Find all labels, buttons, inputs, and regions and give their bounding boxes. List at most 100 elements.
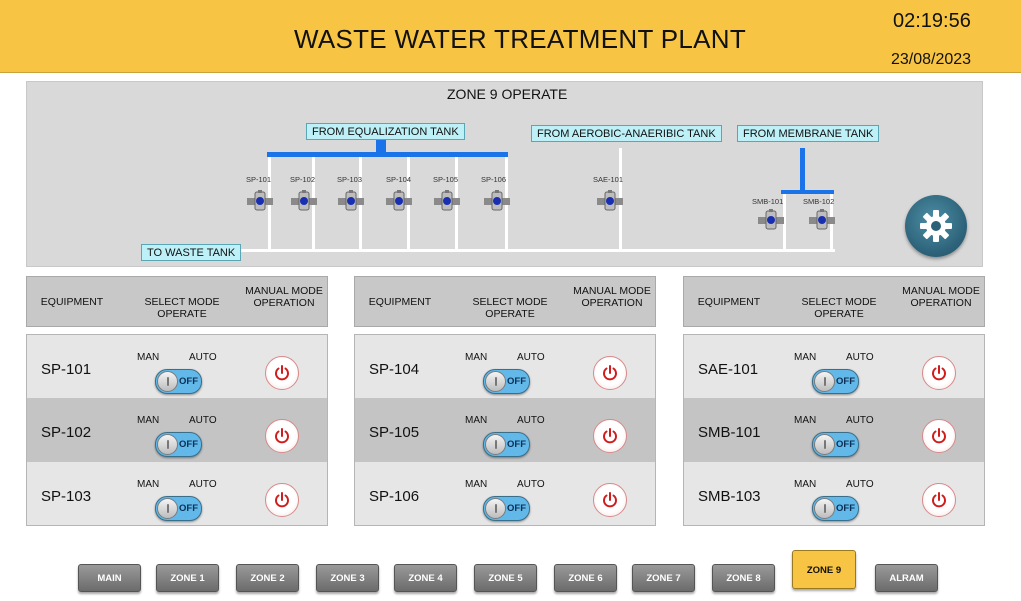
settings-button[interactable] [905, 195, 967, 257]
toggle-state: OFF [836, 439, 855, 450]
header-manual-mode: MANUAL MODE [245, 285, 323, 297]
toggle-knob [814, 371, 835, 392]
mode-toggle[interactable]: OFF [155, 369, 202, 394]
equipment-name: SAE-101 [698, 361, 759, 378]
power-icon [603, 492, 617, 508]
power-button[interactable] [265, 483, 299, 517]
pump-icon[interactable] [291, 190, 317, 212]
auto-label: AUTO [189, 479, 217, 490]
pump-icon[interactable] [809, 209, 835, 231]
table-row: SP-104 MAN AUTO OFF [354, 334, 656, 398]
man-label: MAN [465, 479, 488, 490]
nav-zone-6-button[interactable]: ZONE 6 [554, 564, 617, 592]
auto-label: AUTO [846, 352, 874, 363]
toggle-state: OFF [179, 439, 198, 450]
power-button[interactable] [922, 419, 956, 453]
tag-equalization-tank: FROM EQUALIZATION TANK [306, 123, 465, 140]
mode-toggle[interactable]: OFF [483, 432, 530, 457]
pump-label: SP-106 [481, 175, 507, 184]
gear-icon [920, 210, 952, 242]
equipment-name: SP-105 [369, 424, 420, 441]
equalization-inlet-pipe [376, 140, 386, 154]
toggle-knob [814, 498, 835, 519]
power-icon [275, 492, 289, 508]
mode-toggle[interactable]: OFF [812, 432, 859, 457]
clock-time: 02:19:56 [893, 10, 971, 32]
pump-icon[interactable] [484, 190, 510, 212]
power-button[interactable] [593, 356, 627, 390]
panel-header: EQUIPMENT SELECT MODE OPERATE MANUAL MOD… [683, 276, 985, 327]
toggle-knob [485, 498, 506, 519]
toggle-knob [157, 371, 178, 392]
header-equipment: EQUIPMENT [40, 296, 104, 308]
equipment-name: SP-106 [369, 488, 420, 505]
table-row: SP-105 MAN AUTO OFF [354, 398, 656, 462]
mode-toggle[interactable]: OFF [155, 496, 202, 521]
toggle-state: OFF [507, 376, 526, 387]
table-row: SP-102 MAN AUTO OFF [26, 398, 328, 462]
membrane-header-pipe [781, 190, 834, 194]
pump-label: SP-105 [433, 175, 459, 184]
pump-icon[interactable] [434, 190, 460, 212]
panel-header: EQUIPMENT SELECT MODE OPERATE MANUAL MOD… [26, 276, 328, 327]
power-icon [603, 428, 617, 444]
nav-zone-3-button[interactable]: ZONE 3 [316, 564, 379, 592]
toggle-knob [485, 434, 506, 455]
mode-toggle[interactable]: OFF [812, 496, 859, 521]
power-icon [275, 365, 289, 381]
table-row: SMB-101 MAN AUTO OFF [683, 398, 985, 462]
auto-label: AUTO [846, 415, 874, 426]
auto-label: AUTO [517, 415, 545, 426]
header-equipment: EQUIPMENT [697, 296, 761, 308]
equipment-name: SP-103 [41, 488, 92, 505]
nav-main-button[interactable]: MAIN [78, 564, 141, 592]
table-row: SP-103 MAN AUTO OFF [26, 462, 328, 526]
membrane-inlet-pipe [800, 148, 805, 192]
pump-label: SP-102 [290, 175, 316, 184]
mode-toggle[interactable]: OFF [483, 496, 530, 521]
auto-label: AUTO [517, 479, 545, 490]
auto-label: AUTO [517, 352, 545, 363]
auto-label: AUTO [189, 352, 217, 363]
header-manual-mode: MANUAL MODE [902, 285, 980, 297]
pump-label: SMB-102 [803, 197, 835, 206]
power-button[interactable] [922, 356, 956, 390]
power-button[interactable] [265, 419, 299, 453]
toggle-knob [814, 434, 835, 455]
pump-icon[interactable] [247, 190, 273, 212]
pump-icon[interactable] [597, 190, 623, 212]
power-button[interactable] [922, 483, 956, 517]
header-manual-operation: OPERATION [253, 297, 315, 309]
power-icon [932, 365, 946, 381]
table-row: SAE-101 MAN AUTO OFF [683, 334, 985, 398]
mode-toggle[interactable]: OFF [812, 369, 859, 394]
mode-toggle[interactable]: OFF [155, 432, 202, 457]
nav-zone-8-button[interactable]: ZONE 8 [712, 564, 775, 592]
mode-toggle[interactable]: OFF [483, 369, 530, 394]
process-diagram: ZONE 9 OPERATE FROM EQUALIZATION TANK FR… [26, 81, 983, 267]
power-button[interactable] [593, 483, 627, 517]
nav-zone-2-button[interactable]: ZONE 2 [236, 564, 299, 592]
header-manual-operation: OPERATION [910, 297, 972, 309]
header-select-mode: SELECT MODE OPERATE [472, 296, 548, 320]
power-button[interactable] [593, 419, 627, 453]
page-title: WASTE WATER TREATMENT PLANT [293, 24, 747, 54]
nav-zone-9-button[interactable]: ZONE 9 [792, 550, 856, 589]
nav-zone-5-button[interactable]: ZONE 5 [474, 564, 537, 592]
pump-icon[interactable] [386, 190, 412, 212]
man-label: MAN [465, 415, 488, 426]
pump-icon[interactable] [758, 209, 784, 231]
power-button[interactable] [265, 356, 299, 390]
pump-label: SP-103 [337, 175, 363, 184]
pump-icon[interactable] [338, 190, 364, 212]
nav-alarm-button[interactable]: ALRAM [875, 564, 938, 592]
man-label: MAN [794, 352, 817, 363]
nav-zone-1-button[interactable]: ZONE 1 [156, 564, 219, 592]
toggle-state: OFF [179, 503, 198, 514]
toggle-knob [157, 498, 178, 519]
nav-zone-4-button[interactable]: ZONE 4 [394, 564, 457, 592]
nav-zone-7-button[interactable]: ZONE 7 [632, 564, 695, 592]
tag-waste-tank: TO WASTE TANK [141, 244, 242, 261]
equipment-name: SP-104 [369, 361, 420, 378]
